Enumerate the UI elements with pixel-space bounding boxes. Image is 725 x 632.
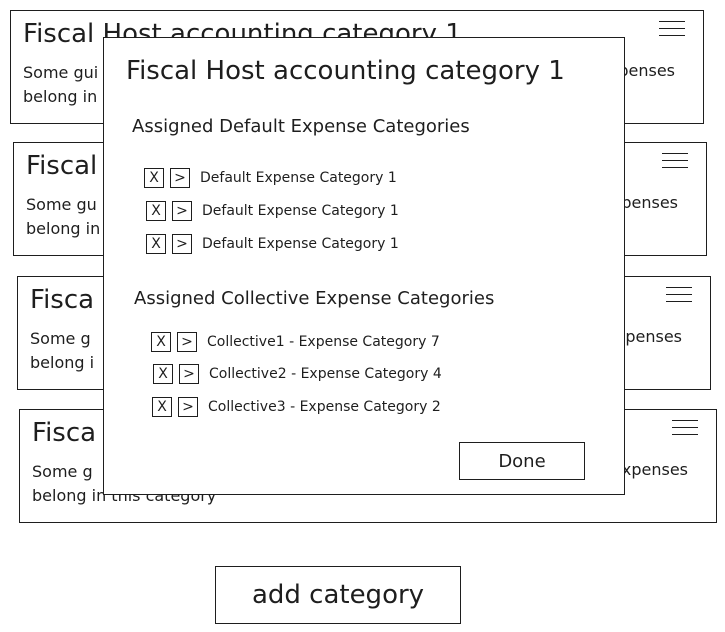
close-icon[interactable]: X: [153, 364, 173, 384]
modal-title: Fiscal Host accounting category 1: [126, 56, 565, 86]
hamburger-icon[interactable]: [662, 151, 688, 181]
collective-categories-heading: Assigned Collective Expense Categories: [134, 288, 495, 309]
card-description: Some gu belong in: [26, 195, 101, 238]
collective-category-row: X > Collective1 - Expense Category 7: [151, 330, 440, 354]
default-category-row: X > Default Expense Category 1: [146, 232, 399, 256]
card-title: Fiscal: [26, 151, 98, 181]
chevron-right-icon[interactable]: >: [179, 364, 199, 384]
default-category-label: Default Expense Category 1: [202, 203, 399, 219]
card-description: Some g belong i: [30, 329, 95, 372]
hamburger-icon[interactable]: [666, 285, 692, 315]
card-description-tail: penses: [618, 61, 675, 80]
card-title: Fisca: [30, 285, 95, 315]
category-modal: Fiscal Host accounting category 1 Assign…: [103, 37, 625, 495]
collective-category-label: Collective1 - Expense Category 7: [207, 334, 440, 350]
card-description-tail: penses: [621, 193, 678, 212]
hamburger-icon[interactable]: [672, 418, 698, 448]
close-icon[interactable]: X: [146, 234, 166, 254]
chevron-right-icon[interactable]: >: [172, 234, 192, 254]
card-title: Fisca: [32, 418, 97, 448]
collective-category-row: X > Collective2 - Expense Category 4: [153, 362, 442, 386]
close-icon[interactable]: X: [146, 201, 166, 221]
default-category-row: X > Default Expense Category 1: [146, 199, 399, 223]
default-category-row: X > Default Expense Category 1: [144, 166, 397, 190]
collective-category-label: Collective3 - Expense Category 2: [208, 399, 441, 415]
card-description: Some gui belong in: [23, 63, 99, 106]
close-icon[interactable]: X: [144, 168, 164, 188]
close-icon[interactable]: X: [152, 397, 172, 417]
chevron-right-icon[interactable]: >: [170, 168, 190, 188]
add-category-button[interactable]: add category: [215, 566, 461, 624]
card-description-tail: xpenses: [615, 327, 682, 346]
collective-category-row: X > Collective3 - Expense Category 2: [152, 395, 441, 419]
default-category-label: Default Expense Category 1: [202, 236, 399, 252]
chevron-right-icon[interactable]: >: [178, 397, 198, 417]
close-icon[interactable]: X: [151, 332, 171, 352]
default-categories-heading: Assigned Default Expense Categories: [132, 116, 470, 137]
collective-category-label: Collective2 - Expense Category 4: [209, 366, 442, 382]
card-description-tail: xpenses: [621, 460, 688, 479]
chevron-right-icon[interactable]: >: [177, 332, 197, 352]
default-category-label: Default Expense Category 1: [200, 170, 397, 186]
hamburger-icon[interactable]: [659, 19, 685, 49]
done-button[interactable]: Done: [459, 442, 585, 480]
chevron-right-icon[interactable]: >: [172, 201, 192, 221]
